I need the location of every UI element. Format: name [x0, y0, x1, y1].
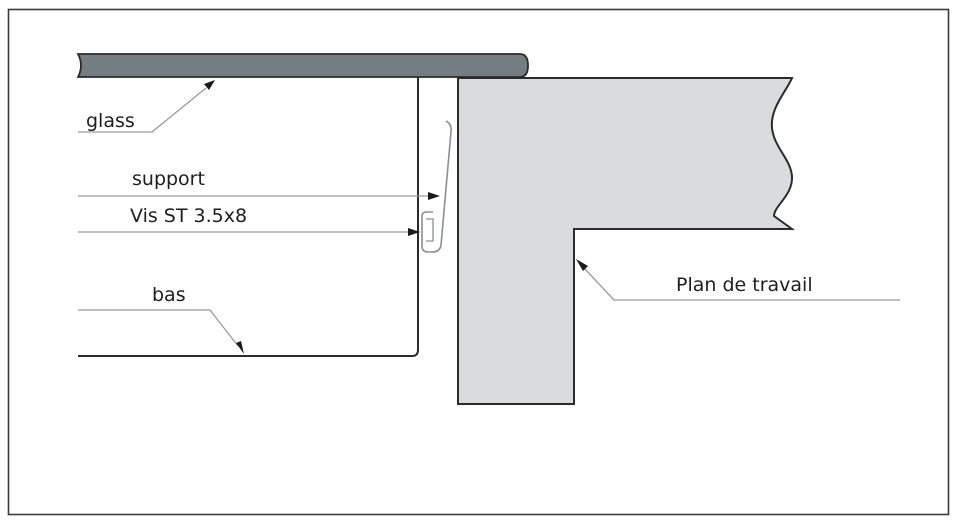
worktop-label: Plan de travail	[676, 274, 813, 296]
base-housing	[78, 77, 419, 357]
base-leader	[78, 309, 244, 354]
glass-leader	[78, 80, 215, 133]
diagram-frame	[7, 8, 950, 516]
worktop-leader	[576, 259, 900, 301]
screw-leader	[78, 228, 420, 236]
support-clip	[421, 120, 452, 253]
screw-label: Vis ST 3.5x8	[130, 205, 247, 227]
support-label: support	[132, 168, 205, 190]
glass-panel	[76, 53, 529, 78]
glass-label: glass	[86, 110, 135, 132]
worktop-shape	[457, 77, 796, 405]
base-label: bas	[152, 284, 186, 306]
support-leader	[78, 192, 440, 200]
